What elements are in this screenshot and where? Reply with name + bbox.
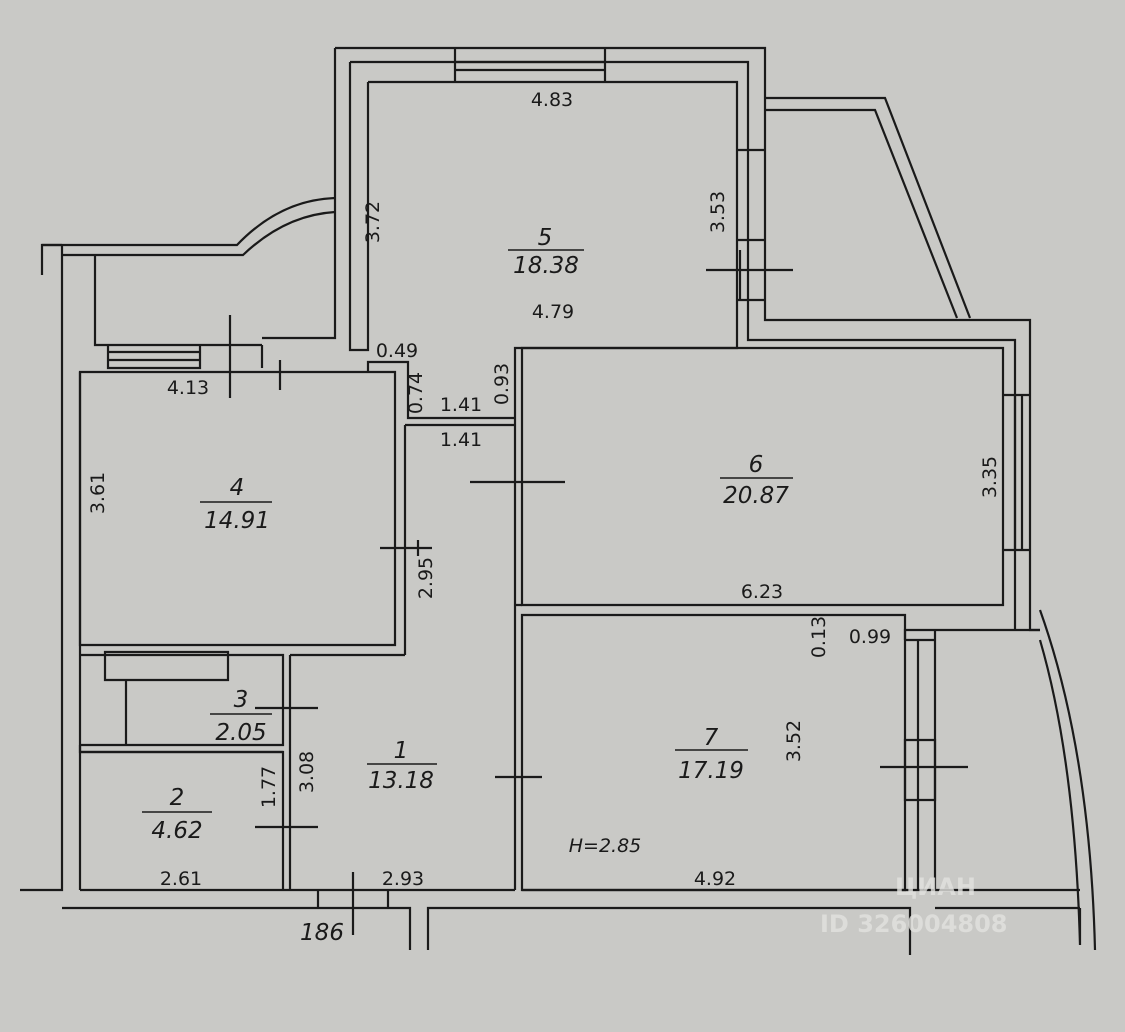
- dim-r4-bottom: 4.13: [167, 377, 209, 399]
- dim-r5-left: 3.72: [362, 201, 384, 243]
- dimension-labels: 4.83 3.72 3.53 4.79 0.49 0.74 0.93 1.41 …: [87, 89, 1001, 946]
- dim-r7-bottom: 4.92: [694, 868, 736, 890]
- entrance-label: 186: [300, 920, 344, 946]
- room-labels: 5 18.38 4 14.91 6 20.87 7 17.19 1 13.18 …: [142, 225, 793, 844]
- room-6-number: 6: [749, 452, 764, 478]
- dim-r1-left: 3.08: [296, 751, 318, 793]
- room-7-area: 17.19: [678, 758, 744, 784]
- watermark-brand: ЦИАН: [895, 873, 976, 901]
- balconies: [42, 96, 1097, 951]
- watermark: ЦИАН ID 326004808: [820, 873, 1008, 938]
- room-4-area: 14.91: [204, 508, 270, 534]
- room-3-number: 3: [234, 687, 249, 713]
- room-7-number: 7: [704, 725, 719, 751]
- room-2-area: 4.62: [151, 818, 202, 844]
- dim-hall-top: 1.41: [440, 394, 482, 416]
- room-2-number: 2: [170, 785, 185, 811]
- room-1-number: 1: [394, 738, 409, 764]
- dim-r4-left: 3.61: [87, 472, 109, 514]
- room-6-area: 20.87: [723, 483, 789, 509]
- dim-099: 0.99: [849, 626, 891, 648]
- room-5-number: 5: [538, 225, 553, 251]
- room-5-area: 18.38: [513, 253, 579, 279]
- dim-r2-bottom: 2.61: [160, 868, 202, 890]
- watermark-id: ID 326004808: [820, 910, 1008, 938]
- dim-013: 0.13: [808, 616, 830, 658]
- room-3-area: 2.05: [215, 720, 266, 746]
- dim-r5-bottom: 4.79: [532, 301, 574, 323]
- dim-074: 0.74: [405, 372, 427, 414]
- dim-r4-right: 2.95: [415, 557, 437, 599]
- dim-r6-bottom: 6.23: [741, 581, 783, 603]
- room-1-area: 13.18: [368, 768, 434, 794]
- dim-r5-top: 4.83: [531, 89, 573, 111]
- dim-r2-right: 1.77: [258, 766, 280, 808]
- dim-r7-right: 3.52: [783, 720, 805, 762]
- ceiling-height: H=2.85: [569, 835, 642, 857]
- dim-r1-bottom: 2.93: [382, 868, 424, 890]
- dim-093: 0.93: [491, 363, 513, 405]
- dim-049: 0.49: [376, 340, 418, 362]
- dim-r5-right: 3.53: [707, 191, 729, 233]
- door-marks: [228, 250, 968, 935]
- dim-hall-bottom: 1.41: [440, 429, 482, 451]
- room-4-number: 4: [230, 475, 245, 501]
- dim-r6-right: 3.35: [979, 456, 1001, 498]
